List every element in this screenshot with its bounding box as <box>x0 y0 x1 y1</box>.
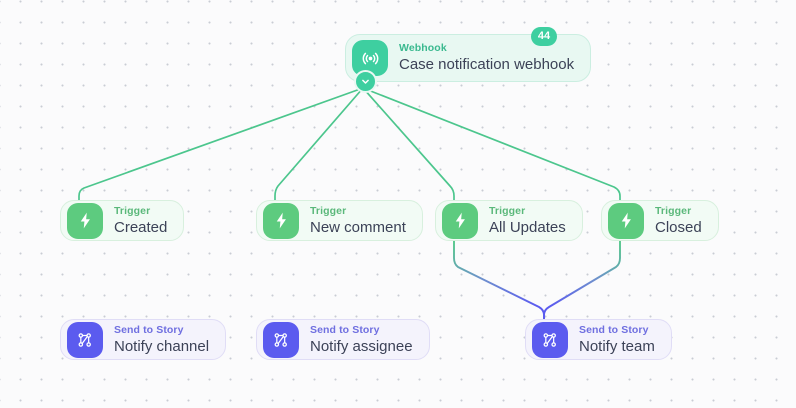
node-trigger-new-comment-title: New comment <box>310 218 406 236</box>
node-action-notify-team-title: Notify team <box>579 337 655 355</box>
node-trigger-all-updates[interactable]: Trigger All Updates <box>435 200 583 241</box>
lightning-bolt-icon <box>608 202 644 239</box>
node-trigger-closed[interactable]: Trigger Closed <box>601 200 719 241</box>
node-webhook-title: Case notification webhook <box>399 56 575 73</box>
node-action-notify-assignee-kicker: Send to Story <box>310 323 380 336</box>
workflow-branch-icon <box>67 321 103 358</box>
node-trigger-new-comment-labels: Trigger New comment <box>310 205 406 237</box>
edge-closed-to-notify-team <box>543 240 621 323</box>
node-action-notify-assignee[interactable]: Send to Story Notify assignee <box>256 319 430 360</box>
node-webhook-labels: Webhook Case notification webhook <box>399 42 574 74</box>
lightning-bolt-icon <box>263 202 299 239</box>
chevron-down-icon <box>362 79 369 84</box>
node-trigger-all-updates-title: All Updates <box>489 218 566 236</box>
node-trigger-new-comment-kicker: Trigger <box>310 204 347 217</box>
edge-webhook-closed <box>362 87 621 203</box>
node-trigger-created-kicker: Trigger <box>114 204 151 217</box>
webhook-count-badge: 44 <box>531 27 557 46</box>
node-action-notify-team[interactable]: Send to Story Notify team <box>525 319 672 360</box>
webhook-collapse-button[interactable] <box>354 70 377 93</box>
node-trigger-created-title: Created <box>114 218 168 236</box>
node-trigger-closed-labels: Trigger Closed <box>655 205 702 237</box>
node-trigger-closed-kicker: Trigger <box>655 204 692 217</box>
node-action-notify-assignee-title: Notify assignee <box>310 337 413 355</box>
node-trigger-created[interactable]: Trigger Created <box>60 200 185 241</box>
node-action-notify-channel-title: Notify channel <box>114 337 210 355</box>
node-action-notify-channel[interactable]: Send to Story Notify channel <box>60 319 227 360</box>
node-action-notify-team-labels: Send to Story Notify team <box>579 324 655 356</box>
node-action-notify-channel-labels: Send to Story Notify channel <box>114 324 209 356</box>
node-trigger-created-labels: Trigger Created <box>114 205 167 237</box>
edge-group-webhook-to-triggers <box>78 87 621 203</box>
edge-webhook-new-comment <box>274 87 364 203</box>
node-trigger-all-updates-labels: Trigger All Updates <box>489 205 566 237</box>
node-trigger-all-updates-kicker: Trigger <box>489 204 526 217</box>
node-action-notify-team-kicker: Send to Story <box>579 323 649 336</box>
node-trigger-closed-title: Closed <box>655 218 702 236</box>
workflow-branch-icon <box>263 321 299 358</box>
workflow-branch-icon <box>532 321 568 358</box>
node-trigger-new-comment[interactable]: Trigger New comment <box>256 200 423 241</box>
lightning-bolt-icon <box>442 202 478 239</box>
edge-webhook-all-updates <box>362 87 455 203</box>
broadcast-icon <box>352 40 388 76</box>
node-webhook-kicker: Webhook <box>399 42 447 54</box>
node-action-notify-channel-kicker: Send to Story <box>114 323 184 336</box>
node-action-notify-assignee-labels: Send to Story Notify assignee <box>310 324 413 356</box>
edge-webhook-created <box>78 87 364 203</box>
edge-all-updates-to-notify-team <box>453 240 545 323</box>
lightning-bolt-icon <box>67 202 103 239</box>
